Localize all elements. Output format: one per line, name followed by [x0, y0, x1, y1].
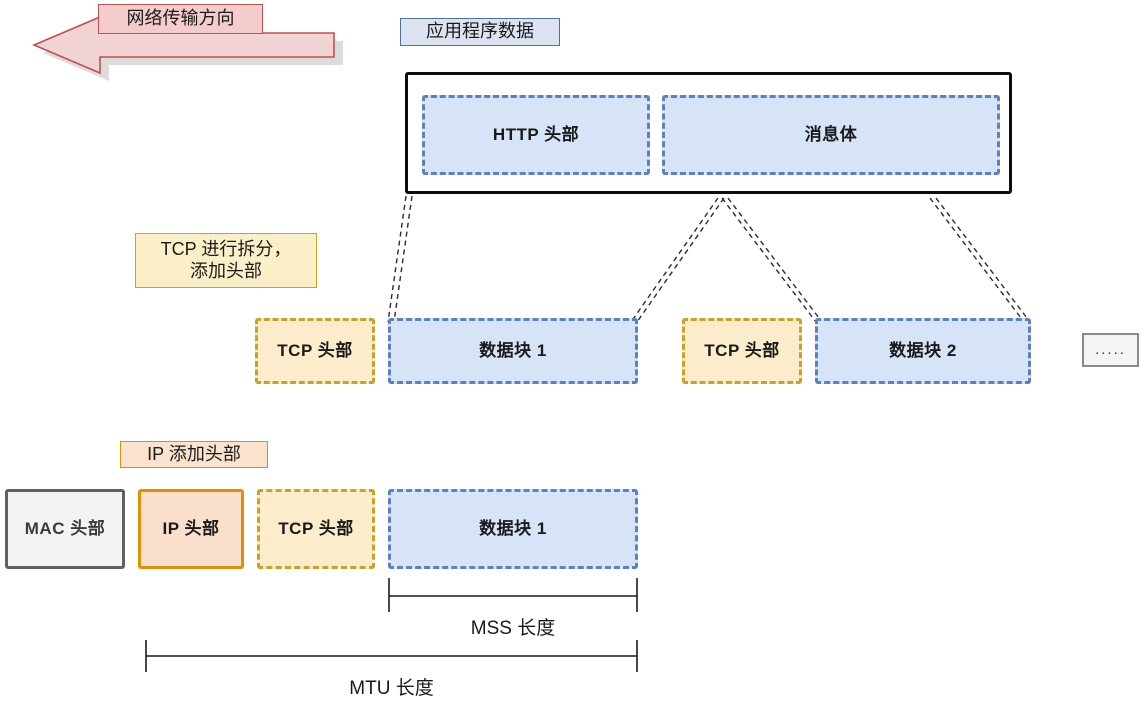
tcp-split-caption: TCP 进行拆分， 添加头部 [135, 233, 317, 288]
tcp-split-caption-line2: 添加头部 [190, 260, 262, 281]
tcp-header-block-2[interactable]: TCP 头部 [682, 318, 802, 384]
tcp-split-caption-line1: TCP 进行拆分， [160, 238, 292, 259]
application-data-caption: 应用程序数据 [400, 18, 560, 46]
direction-arrow-label: 网络传输方向 [98, 4, 263, 34]
mtu-length-label: MTU 长度 [349, 678, 434, 699]
ellipsis-block: ..... [1082, 333, 1139, 367]
mac-header-block[interactable]: MAC 头部 [5, 489, 125, 569]
message-body-block[interactable]: 消息体 [662, 95, 1000, 175]
tcp-header-block-network[interactable]: TCP 头部 [257, 489, 375, 569]
data-block-2-transport[interactable]: 数据块 2 [815, 318, 1031, 384]
data-block-1-transport[interactable]: 数据块 1 [388, 318, 638, 384]
mss-length-label: MSS 长度 [470, 618, 556, 639]
data-block-1-network[interactable]: 数据块 1 [388, 489, 638, 569]
http-header-block[interactable]: HTTP 头部 [422, 95, 650, 175]
tcp-header-block-1[interactable]: TCP 头部 [255, 318, 375, 384]
ip-header-block[interactable]: IP 头部 [138, 489, 244, 569]
ip-add-header-caption: IP 添加头部 [120, 441, 268, 468]
